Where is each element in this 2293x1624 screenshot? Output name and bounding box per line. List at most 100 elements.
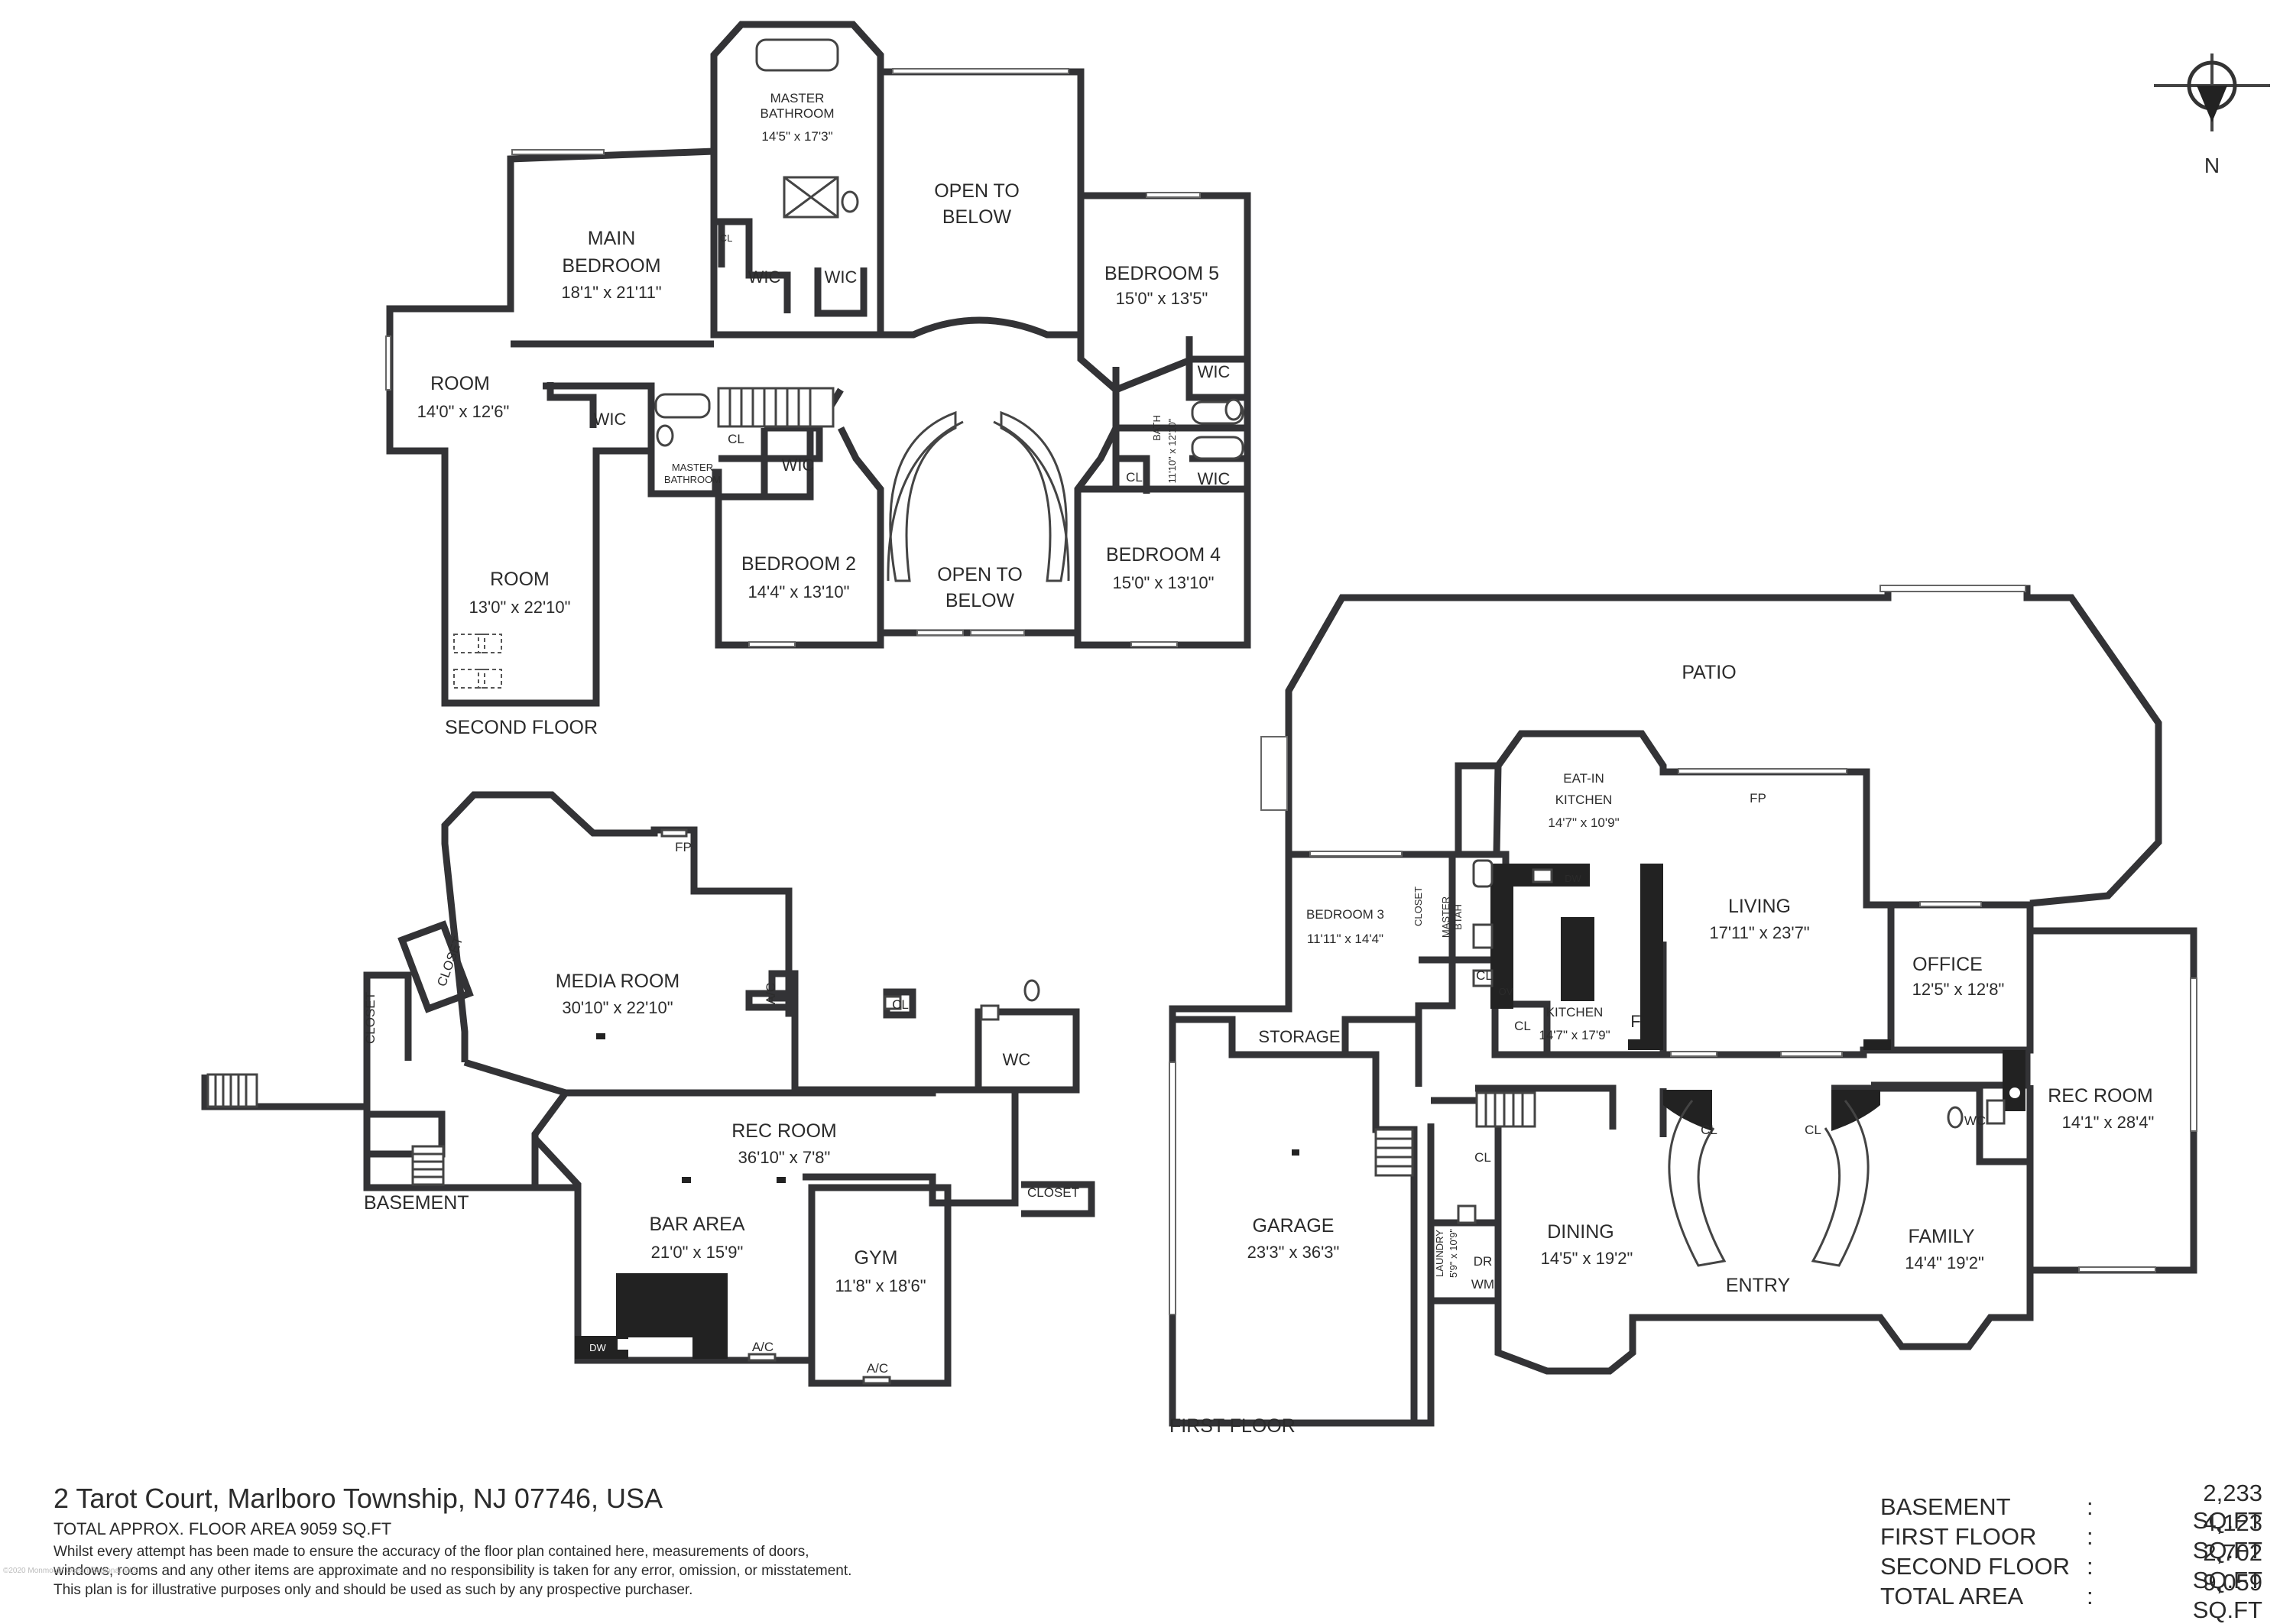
first-floor-plan: PATIO EAT-IN KITCHEN 14'7" x 10'9" LIVIN…	[1169, 585, 2197, 1437]
label-wc-first: WC	[1964, 1113, 1986, 1128]
label-cl-first-3: CL	[1474, 1150, 1491, 1165]
label-main-bedroom-2: BEDROOM	[562, 255, 660, 277]
property-address: 2 Tarot Court, Marlboro Township, NJ 077…	[54, 1483, 663, 1514]
disclaimer-line-3: This plan is for illustrative purposes o…	[54, 1582, 693, 1598]
label-closet-first: CLOSET	[1412, 887, 1424, 926]
label-wc-basement: WC	[1003, 1050, 1031, 1069]
label-patio: PATIO	[1682, 662, 1736, 683]
label-bedroom-5: BEDROOM 5	[1104, 263, 1219, 284]
dim-room-2: 13'0" x 22'10"	[469, 598, 571, 617]
label-fp-first: FP	[1750, 791, 1766, 806]
label-bedroom-3: BEDROOM 3	[1306, 907, 1384, 922]
label-media-room: MEDIA ROOM	[556, 971, 680, 992]
area-name: SECOND FLOOR	[1880, 1552, 2071, 1580]
label-bedroom-2: BEDROOM 2	[741, 553, 856, 575]
dim-main-bedroom: 18'1" x 21'11"	[561, 283, 661, 302]
label-ac-basement-3: A/C	[867, 1361, 888, 1376]
label-dw-basement: DW	[589, 1342, 606, 1353]
disclaimer-line-1: Whilst every attempt has been made to en…	[54, 1544, 809, 1560]
compass-north-label: N	[2204, 154, 2220, 177]
area-name: TOTAL AREA	[1880, 1582, 2024, 1609]
label-open-to-below-top-1: OPEN TO	[934, 180, 1020, 202]
dim-bedroom-2: 14'4" x 13'10"	[748, 582, 850, 601]
label-master-bathroom-small-2: BATHROOM	[664, 474, 721, 485]
label-open-to-below-bottom-1: OPEN TO	[937, 564, 1023, 585]
label-master-bath-first-2: BTAH	[1452, 904, 1464, 930]
label-eat-in-kitchen-2: KITCHEN	[1555, 793, 1613, 807]
label-cl-first-4: CL	[1701, 1123, 1717, 1137]
label-family: FAMILY	[1908, 1226, 1974, 1247]
area-name: BASEMENT	[1880, 1493, 2011, 1520]
label-office: OFFICE	[1912, 954, 1983, 975]
label-cl-1: CL	[720, 232, 733, 244]
area-separator: :	[2087, 1522, 2094, 1550]
dim-bath: 11'10" x 12'10"	[1166, 418, 1178, 483]
dim-media-room: 30'10" x 22'10"	[562, 998, 673, 1017]
label-bar-area: BAR AREA	[649, 1214, 744, 1235]
dim-laundry: 5'9" x 10'9"	[1448, 1229, 1459, 1278]
label-gym: GYM	[855, 1247, 898, 1269]
dim-kitchen: 14'7" x 17'9"	[1539, 1028, 1610, 1042]
compass: N	[2154, 53, 2270, 177]
area-separator: :	[2087, 1493, 2094, 1520]
title-first-floor: FIRST FLOOR	[1169, 1415, 1296, 1437]
dim-room-1: 14'0" x 12'6"	[417, 402, 510, 421]
area-row-basement: BASEMENT : 2,233 SQ.FT	[1880, 1480, 2262, 1534]
label-wm-first: WM	[1471, 1277, 1494, 1292]
dim-eat-in-kitchen: 14'7" x 10'9"	[1548, 815, 1619, 830]
dim-dining: 14'5" x 19'2"	[1541, 1249, 1633, 1268]
label-kitchen: KITCHEN	[1546, 1005, 1604, 1019]
disclaimer: Whilst every attempt has been made to en…	[54, 1542, 971, 1600]
area-row-first-floor: FIRST FLOOR : 4,123 SQ.FT	[1880, 1509, 2262, 1564]
label-laundry: LAUNDRY	[1434, 1230, 1445, 1277]
dim-bar-area: 21'0" x 15'9"	[651, 1243, 744, 1262]
dim-living: 17'11" x 23'7"	[1709, 923, 1809, 942]
area-value: 2,233 SQ.FT	[2192, 1479, 2262, 1534]
dim-rec-room-basement: 36'10" x 7'8"	[738, 1148, 831, 1167]
label-room-1: ROOM	[430, 373, 490, 394]
dim-rec-room-first: 14'1" x 28'4"	[2062, 1113, 2155, 1132]
title-basement: BASEMENT	[364, 1192, 469, 1214]
dim-gym: 11'8" x 18'6"	[835, 1276, 926, 1295]
label-garage: GARAGE	[1253, 1215, 1335, 1237]
label-dw-first: DW	[1565, 873, 1581, 884]
label-storage: STORAGE	[1258, 1027, 1340, 1046]
dim-master-bathroom: 14'5" x 17'3"	[761, 129, 832, 144]
area-separator: :	[2087, 1582, 2094, 1609]
label-fp-basement: FP	[675, 840, 692, 854]
label-wic-4: WIC	[782, 455, 815, 475]
disclaimer-line-2: windows, rooms and any other items are a…	[54, 1563, 852, 1579]
label-cl-first-5: CL	[1805, 1123, 1821, 1137]
label-master-bath-first-1: MASTER	[1440, 896, 1451, 938]
total-floor-area: TOTAL APPROX. FLOOR AREA 9059 SQ.FT	[54, 1519, 392, 1538]
area-value: 2,702 SQ.FT	[2192, 1538, 2262, 1593]
label-open-to-below-bottom-2: BELOW	[945, 590, 1015, 611]
area-name: FIRST FLOOR	[1880, 1522, 2037, 1550]
label-rec-room-first: REC ROOM	[2048, 1085, 2153, 1107]
area-value: 9,059 SQ.FT	[2192, 1568, 2262, 1623]
label-wic-1: WIC	[748, 267, 781, 287]
dim-office: 12'5" x 12'8"	[1912, 980, 2005, 999]
title-second-floor: SECOND FLOOR	[445, 717, 598, 738]
label-wic-6: WIC	[1198, 469, 1231, 488]
label-wic-3: WIC	[594, 410, 627, 429]
label-cl-2: CL	[728, 432, 744, 446]
label-cl-first-2: CL	[1514, 1019, 1531, 1033]
dim-garage: 23'3" x 36'3"	[1247, 1243, 1340, 1262]
area-summary: BASEMENT : 2,233 SQ.FT FIRST FLOOR : 4,1…	[1880, 1480, 2262, 1623]
label-ov-first: OV	[1499, 986, 1513, 997]
dim-bedroom-3: 11'11" x 14'4"	[1307, 932, 1383, 946]
label-entry: ENTRY	[1726, 1275, 1791, 1296]
label-f-first: F	[1630, 1012, 1640, 1031]
label-dr-first: DR	[1474, 1254, 1493, 1269]
label-living: LIVING	[1728, 896, 1791, 917]
label-room-2: ROOM	[490, 569, 550, 590]
label-wic-5: WIC	[1198, 362, 1231, 381]
dim-bedroom-5: 15'0" x 13'5"	[1116, 289, 1208, 308]
label-dining: DINING	[1547, 1221, 1614, 1243]
label-main-bedroom-1: MAIN	[588, 228, 636, 249]
label-wic-2: WIC	[825, 267, 858, 287]
